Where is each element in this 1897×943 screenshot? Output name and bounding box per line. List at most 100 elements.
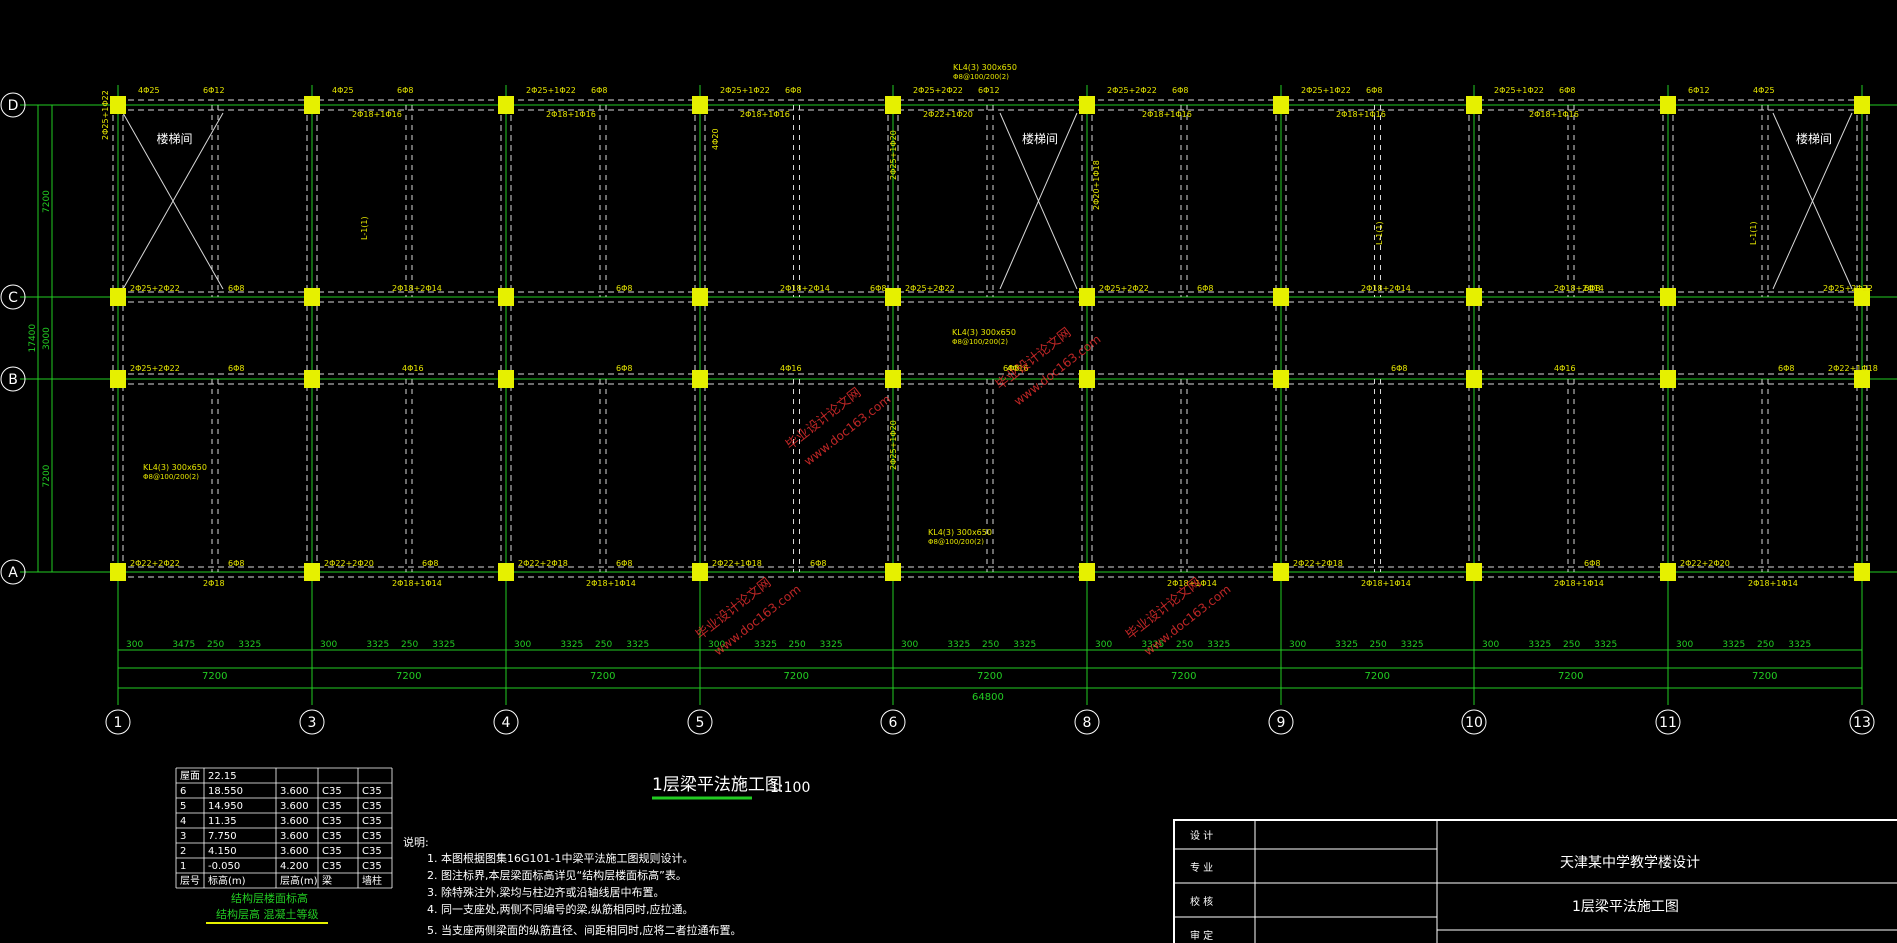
note-1: 1. 本图根据图集16G101-1中梁平法施工图规则设计。 — [427, 851, 693, 865]
dim-sub-label: 300 — [1676, 640, 1693, 650]
table-cell: 层高(m) — [280, 874, 318, 887]
beam-label-top-under: 2Φ18+1Φ16 — [1336, 110, 1386, 119]
table-cell: 4 — [180, 816, 186, 827]
beam-label-row-b: 4Φ16 — [1007, 364, 1029, 373]
beam-label-row-a: 6Φ8 — [616, 559, 632, 568]
beam-label-row-b: 4Φ16 — [780, 364, 802, 373]
title-block-label-4: 审 定 — [1190, 929, 1213, 942]
axis-label-4: 4 — [502, 715, 511, 731]
title-block: 设 计 专 业 校 核 审 定 天津某中学教学楼设计 1层梁平法施工图 — [1173, 819, 1897, 943]
table-cell: C35 — [322, 861, 342, 872]
axis-label-A: A — [8, 565, 18, 581]
axis-label-9: 9 — [1277, 715, 1286, 731]
design-notes: 说明: 1. 本图根据图集16G101-1中梁平法施工图规则设计。 2. 图注标… — [403, 835, 742, 937]
axis-label-3: 3 — [308, 715, 317, 731]
dim-bay-label: 7200 — [1558, 671, 1583, 682]
beam-label-top: 2Φ25+2Φ22 — [913, 86, 963, 95]
table-cell: 14.950 — [208, 801, 243, 812]
dim-sub-label: 3325 — [1141, 640, 1164, 650]
dim-bay-label: 7200 — [396, 671, 421, 682]
column-3-C — [304, 288, 320, 306]
column-13-A — [1854, 563, 1870, 581]
axis-bubble-1 — [105, 709, 131, 735]
beam-label-top: 6Φ8 — [785, 86, 801, 95]
table-cell: 11.35 — [208, 816, 237, 827]
column-5-A — [692, 563, 708, 581]
table-cell: C35 — [362, 816, 382, 827]
column-11-B — [1660, 370, 1676, 388]
column-11-A — [1660, 563, 1676, 581]
table-cell: 5 — [180, 801, 186, 812]
beam-label-top: 4Φ25 — [1753, 86, 1775, 95]
dim-sub-label: 250 — [207, 640, 224, 650]
column-13-C — [1854, 288, 1870, 306]
dim-sub-label: 300 — [1289, 640, 1306, 650]
table-cell: 7.750 — [208, 831, 237, 842]
column-1-D — [110, 96, 126, 114]
table-cell: C35 — [322, 831, 342, 842]
beam-label-top: 2Φ25+2Φ22 — [1107, 86, 1157, 95]
column-5-B — [692, 370, 708, 388]
beam-label-top: 4Φ25 — [332, 86, 354, 95]
beam-label-row-a-under: 2Φ18+1Φ14 — [586, 579, 636, 588]
beam-label-top: 2Φ25+1Φ22 — [1301, 86, 1351, 95]
axis-label-D: D — [8, 98, 19, 114]
beam-label-row-b: 6Φ8 — [1778, 364, 1794, 373]
dim-bay-label: 7200 — [1171, 671, 1196, 682]
axis-label-8: 8 — [1083, 715, 1092, 731]
beam-label-row-a-under: 2Φ18+1Φ14 — [1361, 579, 1411, 588]
dim-sub-label: 3325 — [1207, 640, 1230, 650]
dim-sub-label: 3325 — [560, 640, 583, 650]
column-10-C — [1466, 288, 1482, 306]
dim-bay-label: 7200 — [784, 671, 809, 682]
beam-label-row-b: 6Φ8 — [1391, 364, 1407, 373]
table-cell: C35 — [362, 786, 382, 797]
table-cell: 22.15 — [208, 771, 237, 782]
column-13-D — [1854, 96, 1870, 114]
title-block-label-2: 专 业 — [1190, 861, 1213, 874]
axis-bubble-D — [0, 92, 26, 118]
column-8-B — [1079, 370, 1095, 388]
table-cell: 3.600 — [280, 846, 309, 857]
beam-label-top: 6Φ8 — [1172, 86, 1188, 95]
title-block-label-3: 校 核 — [1190, 895, 1213, 908]
column-10-B — [1466, 370, 1482, 388]
table-caption-2: 结构层高 混凝土等级 — [216, 907, 319, 921]
drawing-scale: 1:100 — [770, 780, 810, 796]
table-caption-1: 结构层楼面标高 — [231, 891, 308, 905]
dim-sub-label: 3325 — [626, 640, 649, 650]
dim-sub-label: 250 — [789, 640, 806, 650]
beam-label-vertical: 2Φ25+1Φ20 — [889, 420, 898, 470]
table-cell: 2 — [180, 846, 186, 857]
table-cell: C35 — [322, 801, 342, 812]
table-cell: 4.200 — [280, 861, 309, 872]
axis-bubble-3 — [299, 709, 325, 735]
axis-bubble-11 — [1655, 709, 1681, 735]
column-10-A — [1466, 563, 1482, 581]
column-4-D — [498, 96, 514, 114]
column-3-D — [304, 96, 320, 114]
beam-label-vertical: L-1(1) — [1375, 221, 1384, 245]
axis-bubble-5 — [687, 709, 713, 735]
note-3: 3. 除特殊注外,梁均与柱边齐或沿轴线居中布置。 — [427, 885, 665, 899]
beam-label-top-under: 2Φ18+1Φ16 — [740, 110, 790, 119]
axis-label-B: B — [8, 372, 18, 388]
beam-label-top: 6Φ12 — [203, 86, 225, 95]
table-cell: 3.600 — [280, 801, 309, 812]
beam-label-vertical: L-1(1) — [1749, 221, 1758, 245]
column-4-C — [498, 288, 514, 306]
stair-label: 楼梯间 — [1796, 131, 1832, 146]
column-8-A — [1079, 563, 1095, 581]
dim-left-label: 7200 — [42, 464, 52, 487]
stirrup-mark: Φ8@100/200(2) — [953, 73, 1009, 81]
beam-label-row-a-under: 2Φ18 — [203, 579, 225, 588]
column-10-D — [1466, 96, 1482, 114]
beam-label-row-a-under: 2Φ18+1Φ14 — [1167, 579, 1217, 588]
beam-label-row-b: 6Φ8 — [228, 364, 244, 373]
beam-label-top: 6Φ8 — [1366, 86, 1382, 95]
beam-label-vertical: 2Φ20+1Φ18 — [1092, 160, 1101, 210]
dim-sub-label: 3325 — [432, 640, 455, 650]
column-5-D — [692, 96, 708, 114]
